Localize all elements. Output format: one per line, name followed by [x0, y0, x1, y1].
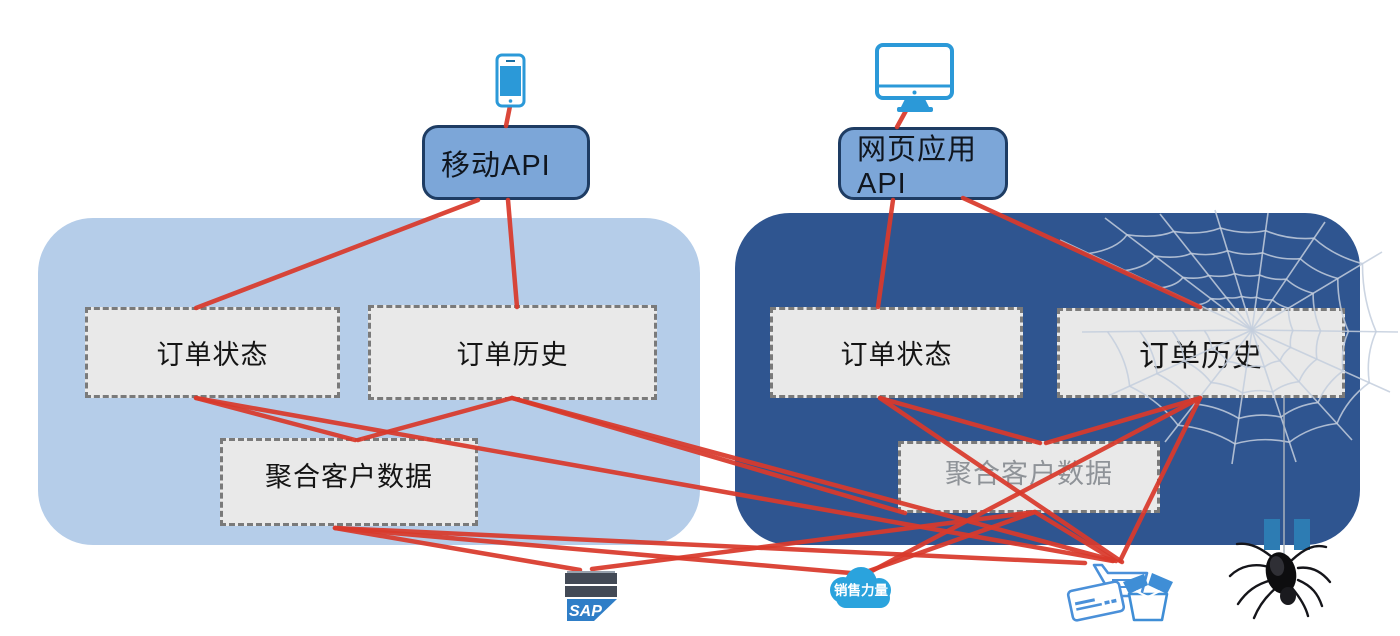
left-order-status-box: 订单状态 — [85, 307, 340, 398]
left-order-history-box: 订单历史 — [368, 305, 657, 400]
smartphone-icon — [495, 53, 526, 108]
right-order-history-box: 订单历史 — [1057, 308, 1345, 398]
right-aggregate-label: 聚合客户数据 — [945, 459, 1113, 489]
red-link-line — [503, 98, 514, 129]
left-order-status-label: 订单状态 — [156, 340, 269, 370]
salesforce-label: 销售力量 — [834, 582, 888, 598]
credit-card-icon — [1066, 580, 1126, 622]
right-order-history-label: 订单历史 — [1139, 340, 1263, 373]
ecommerce-icons — [1066, 563, 1173, 622]
sap-logo-text: SAP — [569, 603, 602, 620]
salesforce-cloud-icon: 销售力量 — [830, 567, 891, 608]
left-aggregate-box: 聚合客户数据 — [220, 438, 478, 526]
left-order-history-label: 订单历史 — [456, 340, 569, 370]
desktop-monitor-icon — [875, 43, 954, 112]
left-aggregate-label: 聚合客户数据 — [265, 462, 433, 492]
spider-icon — [1228, 542, 1332, 620]
red-link-line — [894, 104, 911, 130]
mobile-api-label: 移动API — [441, 149, 551, 182]
web-api-label: 网页应用API — [857, 134, 978, 200]
right-order-status-box: 订单状态 — [770, 307, 1023, 398]
right-order-status-label: 订单状态 — [840, 340, 953, 370]
sap-system-icon: SAP — [565, 571, 617, 621]
web-api-box: 网页应用API — [838, 127, 1008, 200]
mobile-api-box: 移动API — [422, 125, 590, 200]
right-aggregate-box: 聚合客户数据 — [898, 441, 1160, 513]
package-box-icon — [1123, 573, 1173, 622]
shopping-cart-icon — [1092, 563, 1149, 609]
